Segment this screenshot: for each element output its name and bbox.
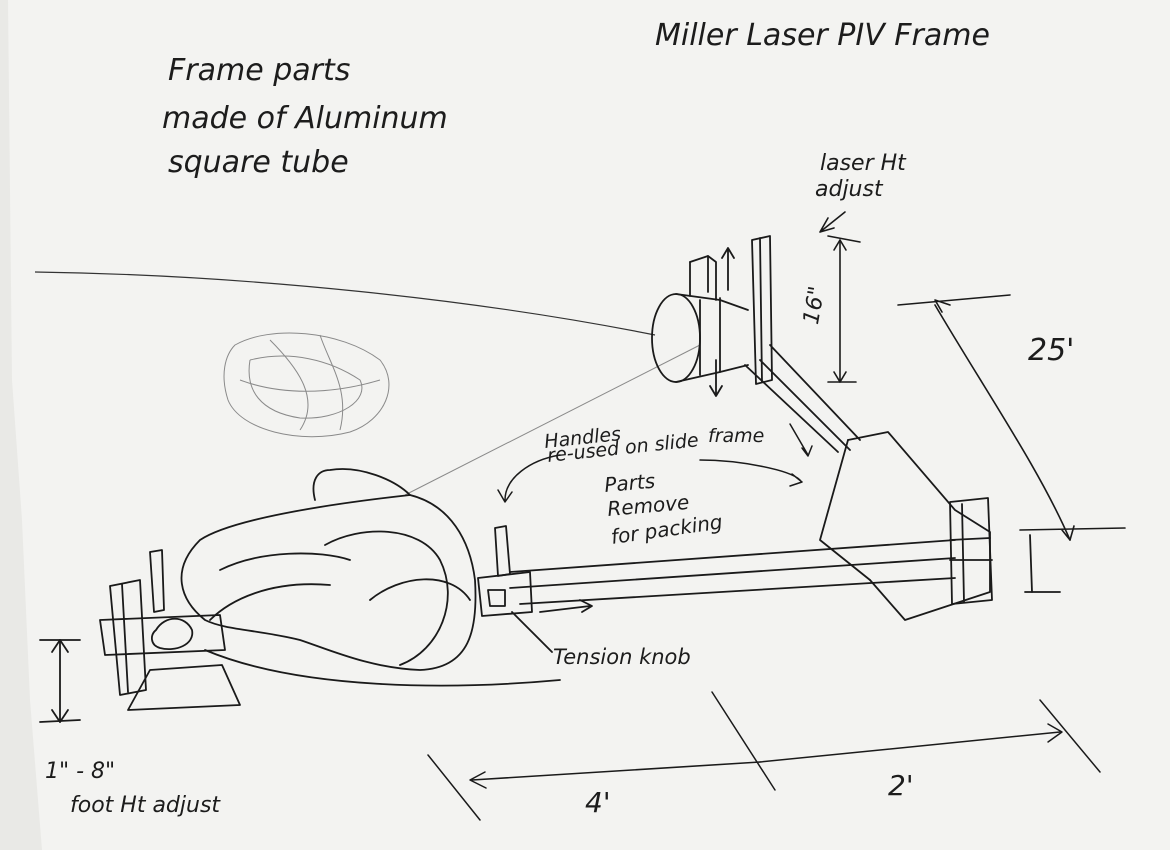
parts-label-1: Parts [603,469,656,497]
diagram-title: Miller Laser PIV Frame [655,18,990,53]
body-silhouette [180,468,477,671]
base-length-2ft: 2' [888,769,914,802]
laser-sightline [34,271,656,336]
laser-height-dim-line [819,211,861,383]
laser-height-dimension: 16" [799,284,830,326]
material-note-line-3: square tube [168,145,349,180]
laser-beam-line [404,344,701,496]
left-foot-assembly [39,549,561,723]
material-note-line-1: Frame parts [168,53,350,88]
base-length-4ft: 4' [585,786,611,819]
foot-adjust-label: foot Ht adjust [70,793,221,818]
laser-mount [651,235,861,453]
arm-length-dim-line [897,294,1126,541]
paper-torn-edge [0,0,42,850]
head-scribble [223,332,390,438]
right-upright [819,431,1061,621]
base-rail [477,525,956,653]
handle-arrows [497,423,813,503]
arm-length-dimension: 25' [1028,333,1074,368]
handles-label-3: frame [708,425,764,447]
base-length-dimension [427,691,1101,821]
laser-height-label-1: laser Ht [820,151,907,176]
foot-range-label: 1" - 8" [45,759,115,784]
material-note-line-2: made of Aluminum [162,101,448,136]
laser-height-label-2: adjust [815,177,884,202]
tension-knob-label: Tension knob [553,645,691,669]
